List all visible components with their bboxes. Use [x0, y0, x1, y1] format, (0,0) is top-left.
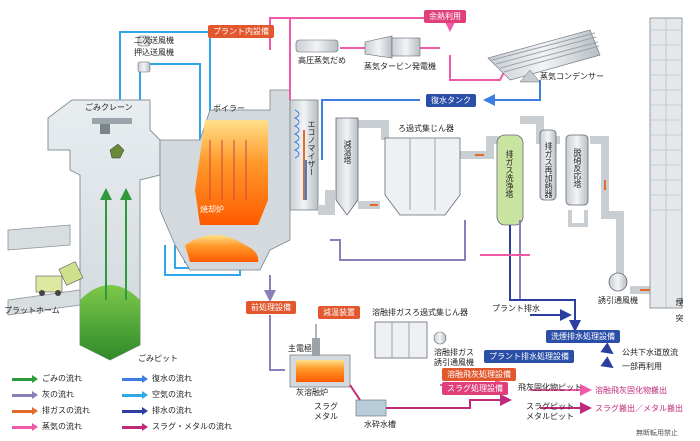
label-ash-furnace: 灰溶融炉	[296, 388, 328, 397]
label-electrode: 主電極	[288, 344, 312, 353]
legend-label: 灰の流れ	[42, 390, 74, 399]
legend-label: 蒸気の流れ	[42, 422, 82, 431]
label-chimney: 煙 突	[675, 298, 684, 322]
label-economizer: エコノマイザー	[307, 120, 316, 176]
legend-label: 空気の流れ	[152, 390, 192, 399]
label-incinerator: 焼却炉	[200, 205, 224, 214]
induced-fan	[608, 272, 628, 292]
label-pit: ごみピット	[138, 354, 178, 363]
tag-slag-equipment: スラグ処理設備	[442, 382, 508, 395]
ash-melting-furnace	[289, 324, 351, 388]
legend-label: 排水の流れ	[152, 406, 192, 415]
tag-pretreatment: 前処理設備	[246, 301, 296, 314]
tag-slag-out: スラグ搬出／メタル搬出	[595, 404, 683, 413]
melt-bag-filter	[374, 321, 428, 359]
label-slag-metal-pit: スラグピット メタルピット	[526, 402, 574, 421]
tag-fly-ash-out: 溶融飛灰固化物搬出	[595, 386, 667, 395]
steam-condenser	[487, 29, 601, 83]
legend-label: 排ガスの流れ	[42, 406, 90, 415]
economizer	[289, 99, 319, 211]
chimney	[649, 17, 683, 309]
cooling-tower	[335, 117, 359, 216]
label-platform: プラットホーム	[4, 306, 60, 315]
label-scrubber: 排ガス洗浄塔	[505, 150, 514, 198]
label-denitration: 脱硝反応塔	[573, 148, 582, 188]
copyright: 無断転用禁止	[636, 429, 678, 437]
label-water-tank: 水砕水槽	[364, 420, 396, 429]
tag-condensate-tank: 復水タンク	[426, 94, 476, 107]
legend-swatch	[12, 375, 38, 383]
condensate-lines	[305, 80, 541, 200]
tag-waste-heat: 余熱利用	[424, 10, 466, 23]
label-plant-drain: プラント排水	[492, 304, 540, 313]
legend-swatch	[12, 391, 38, 399]
drain-lines	[509, 225, 614, 369]
legend-swatch	[122, 391, 148, 399]
label-bag-filter: ろ過式集じん器	[398, 124, 454, 133]
legend-swatch	[122, 407, 148, 415]
label-condenser: 蒸気コンデンサー	[540, 72, 604, 81]
label-reheater: 排ガス再加熱器	[544, 142, 553, 198]
exhaust-duct	[318, 116, 664, 294]
label-melt-filter: 溶融排ガスろ過式集じん器	[372, 308, 468, 317]
denitration-tower	[565, 134, 589, 227]
incinerator	[159, 89, 291, 271]
ash-lines	[264, 220, 521, 371]
tag-fly-ash-equipment: 溶融飛灰処理設備	[442, 368, 516, 381]
tag-plant-equipment: プラント内設備	[208, 25, 274, 38]
label-forced-fan: 押込送風機	[134, 48, 174, 57]
label-public-sewer: 公共下水道放流	[622, 348, 678, 357]
slag-lines	[349, 384, 592, 414]
platform	[7, 224, 84, 316]
legend-label: ごみの流れ	[42, 374, 82, 383]
label-boiler: ボイラー	[213, 104, 245, 113]
bag-filter	[384, 137, 461, 216]
label-fly-ash-pit: 飛灰固化物ピット	[518, 383, 582, 392]
label-turbine: 蒸気タービン発電機	[364, 62, 436, 71]
tag-plant-drain-equipment: プラント排水処理設備	[484, 350, 574, 363]
legend-swatch	[122, 423, 148, 431]
label-secondary-fan: 二次送風機	[134, 36, 174, 45]
label-slag-metal: スラグ メタル	[314, 402, 338, 421]
label-crane: ごみクレーン	[85, 103, 133, 112]
reheater	[539, 129, 557, 201]
legend-swatch	[122, 375, 148, 383]
label-induced-fan: 誘引通風機	[598, 296, 638, 305]
label-partial-reuse: 一部再利用	[622, 362, 662, 371]
legend-label: 復水の流れ	[152, 374, 192, 383]
garbage-pit	[47, 99, 161, 361]
label-cooling-tower: 減温塔	[343, 140, 352, 164]
fan-icons	[137, 35, 151, 73]
melt-fan	[433, 331, 447, 345]
legend-label: スラグ・メタルの流れ	[152, 422, 232, 431]
steam-lines	[250, 17, 511, 100]
legend-swatch	[12, 423, 38, 431]
legend: ごみの流れ 灰の流れ 排ガスの流れ 蒸気の流れ 復水の流れ 空気の流れ 排水の流…	[12, 374, 242, 436]
label-melt-fan-1: 溶融排ガス	[434, 348, 474, 357]
hp-steam-header	[295, 39, 339, 53]
legend-swatch	[12, 407, 38, 415]
label-hp-steam: 高圧蒸気だめ	[298, 56, 346, 65]
water-tank	[355, 399, 387, 417]
tag-wash-drain: 洗煙排水処理設備	[546, 330, 620, 343]
label-melt-fan-2: 誘引通風機	[434, 358, 474, 367]
steam-turbine	[364, 35, 421, 59]
garbage-truck-icon	[35, 261, 84, 296]
tag-cooling-device: 減温装置	[318, 306, 360, 319]
